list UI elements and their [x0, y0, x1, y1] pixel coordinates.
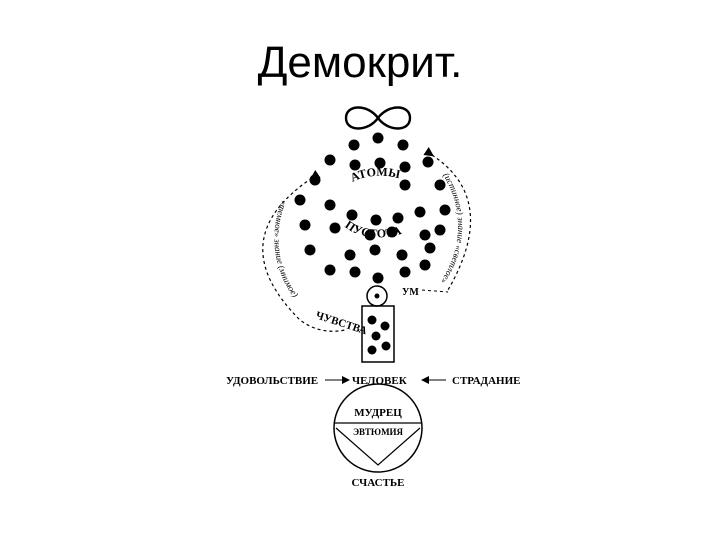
- mind-link: [421, 289, 449, 293]
- senses-dots: [367, 315, 391, 355]
- senses-box: [361, 305, 395, 363]
- atom-dot: [370, 214, 382, 226]
- senses-label: ЧУВСТВА: [314, 309, 369, 337]
- senses-dot: [371, 331, 381, 341]
- mind-dot: [374, 293, 380, 299]
- atom-dot: [309, 174, 321, 186]
- happiness-label: СЧАСТЬЕ: [351, 477, 404, 489]
- atom-dot: [399, 179, 411, 191]
- atom-dot: [294, 194, 306, 206]
- atom-cloud: [294, 132, 451, 284]
- atom-dot: [419, 259, 431, 271]
- atom-dot: [369, 244, 381, 256]
- atom-dot: [329, 222, 341, 234]
- atom-dot: [364, 229, 376, 241]
- atom-dot: [324, 199, 336, 211]
- senses-dot: [381, 341, 391, 351]
- atom-dot: [397, 139, 409, 151]
- atom-dot: [304, 244, 316, 256]
- dark-knowledge-arc: [262, 169, 346, 332]
- atom-dot: [434, 224, 446, 236]
- atom-dot: [349, 266, 361, 278]
- atom-dot: [324, 154, 336, 166]
- atom-dot: [344, 249, 356, 261]
- suffering-label: СТРАДАНИЕ: [452, 375, 521, 387]
- senses-dot: [367, 315, 377, 325]
- atom-dot: [374, 157, 386, 169]
- senses-dot: [380, 321, 390, 331]
- atom-dot: [434, 179, 446, 191]
- atom-dot: [348, 139, 360, 151]
- dark-knowledge-label: «темное» знание (мнимое): [272, 199, 300, 299]
- mind-label: УМ: [402, 287, 419, 298]
- atom-dot: [372, 272, 384, 284]
- atom-dot: [439, 204, 451, 216]
- atom-dot: [299, 219, 311, 231]
- atom-dot: [399, 266, 411, 278]
- atom-dot: [419, 229, 431, 241]
- atom-dot: [372, 132, 384, 144]
- infinity-icon: [344, 106, 412, 130]
- atom-dot: [422, 156, 434, 168]
- atom-dot: [349, 159, 361, 171]
- atom-dot: [396, 249, 408, 261]
- atom-dot: [324, 264, 336, 276]
- pleasure-label: УДОВОЛЬСТВИЕ: [226, 375, 318, 387]
- atom-dot: [414, 206, 426, 218]
- slide-title: Демокрит.: [257, 38, 463, 87]
- senses-dot: [367, 345, 377, 355]
- sage-circle: [333, 383, 423, 473]
- sage-label: МУДРЕЦ: [354, 407, 402, 419]
- sage-triangle: [335, 427, 421, 466]
- atom-dot: [399, 161, 411, 173]
- atom-dot: [392, 212, 404, 224]
- atom-dot: [424, 242, 436, 254]
- euthymia-label: ЭВТЮМИЯ: [353, 427, 404, 437]
- atom-dot: [346, 209, 358, 221]
- atom-dot: [386, 226, 398, 238]
- man-label: ЧЕЛОВЕК: [352, 375, 407, 387]
